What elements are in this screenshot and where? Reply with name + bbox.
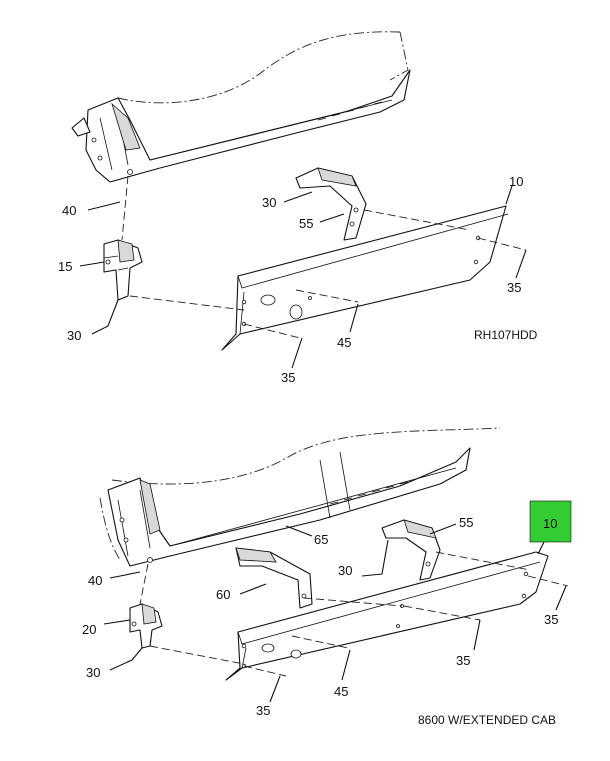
- callout-15: 15: [58, 259, 72, 274]
- top-caption: RH107HDD: [474, 328, 538, 342]
- leader-35a: [515, 249, 527, 279]
- leader-20: [103, 619, 131, 625]
- leader-15: [79, 261, 105, 267]
- bottom-cab-bolt: [147, 557, 153, 563]
- leader-30b: [91, 299, 119, 335]
- bracket-55: [381, 519, 441, 581]
- top-cab-phantom-rear: [389, 31, 409, 81]
- leader-10: [505, 185, 513, 205]
- callout-30: 30: [86, 665, 100, 680]
- top-cab-bolt: [97, 155, 103, 161]
- bottom-dash-20-to-panel: [149, 645, 245, 665]
- leader-40: [109, 571, 141, 579]
- top-assembly: 10 40 30 55 15 35 45 30 35 RH107HDD: [58, 31, 538, 385]
- callout-30: 30: [262, 195, 276, 210]
- leader-30b: [109, 647, 143, 671]
- callout-55: 55: [299, 216, 313, 231]
- top-cab-front-tab: [71, 117, 91, 137]
- bottom-cab-bolt: [123, 537, 129, 543]
- bottom-cab-phantom-front: [99, 497, 121, 561]
- callout-65: 65: [314, 532, 328, 547]
- leader-35b: [473, 619, 481, 651]
- leader-65: [285, 525, 313, 537]
- step-panel-10: [225, 551, 549, 681]
- top-sill-slots: [317, 101, 383, 121]
- bottom-cab-phantom-outline: [111, 427, 501, 485]
- bottom-cab-bolt: [119, 517, 125, 523]
- callout-35: 35: [456, 653, 470, 668]
- top-dash-45: [295, 289, 359, 303]
- callout-30: 30: [67, 328, 81, 343]
- callout-35: 35: [281, 370, 295, 385]
- top-dash-35-right: [477, 237, 527, 251]
- callout-35: 35: [256, 703, 270, 718]
- leader-45: [341, 649, 351, 681]
- callout-45: 45: [334, 684, 348, 699]
- bottom-cab-edge: [319, 451, 351, 519]
- leader-55: [319, 213, 345, 223]
- bottom-dash-60-to-panel: [303, 597, 403, 607]
- leader-30a: [361, 539, 389, 577]
- leader-45: [349, 303, 359, 333]
- bracket-60: [235, 547, 313, 609]
- bracket-20: [129, 603, 163, 649]
- leader-55: [429, 523, 457, 535]
- bottom-alignment-line-40: [139, 563, 149, 605]
- callout-10-highlight: [529, 500, 572, 543]
- bottom-caption: 8600 W/EXTENDED CAB: [418, 713, 556, 727]
- top-alignment-line-40: [121, 175, 129, 241]
- bracket-55: [295, 167, 367, 241]
- leader-10: [537, 541, 545, 555]
- bottom-dash-35-right: [527, 575, 569, 587]
- leader-60: [239, 583, 267, 595]
- bottom-cab-sill: [107, 447, 471, 567]
- top-cab-bolt: [91, 137, 97, 143]
- top-cab-bolt: [127, 169, 133, 175]
- leader-35c: [269, 675, 281, 703]
- bottom-dash-55-to-panel: [435, 551, 531, 571]
- callout-45: 45: [337, 335, 351, 350]
- bracket-15: [103, 239, 143, 301]
- step-panel-10: [221, 205, 509, 351]
- top-cab-corner: [111, 102, 141, 151]
- callout-10: 10: [509, 174, 523, 189]
- top-dash-35-left: [243, 323, 301, 339]
- bottom-dash-35-mid: [403, 605, 481, 621]
- callout-40: 40: [88, 573, 102, 588]
- callout-35: 35: [544, 612, 558, 627]
- bottom-cab-pillar: [139, 479, 161, 535]
- leader-35a: [555, 585, 567, 611]
- bottom-cab-sill-edge: [117, 467, 457, 557]
- callout-30: 30: [338, 563, 352, 578]
- top-cab-sill: [85, 69, 411, 183]
- callout-35: 35: [507, 280, 521, 295]
- callout-10: 10: [543, 516, 557, 531]
- bottom-assembly: 65 55 10 40 30 60 35 20 35 30 45 35 8600…: [82, 427, 572, 727]
- callout-40: 40: [62, 203, 76, 218]
- top-dash-15-to-panel: [129, 295, 245, 311]
- top-cab-phantom-outline: [117, 31, 401, 104]
- callout-20: 20: [82, 622, 96, 637]
- leader-40: [87, 201, 121, 211]
- leader-30a: [283, 191, 313, 203]
- leader-35b: [291, 337, 303, 369]
- top-dash-55-to-panel: [363, 209, 471, 231]
- callout-55: 55: [459, 515, 473, 530]
- bottom-dash-45: [291, 635, 349, 649]
- bottom-dash-35-left: [243, 665, 287, 677]
- callout-60: 60: [216, 587, 230, 602]
